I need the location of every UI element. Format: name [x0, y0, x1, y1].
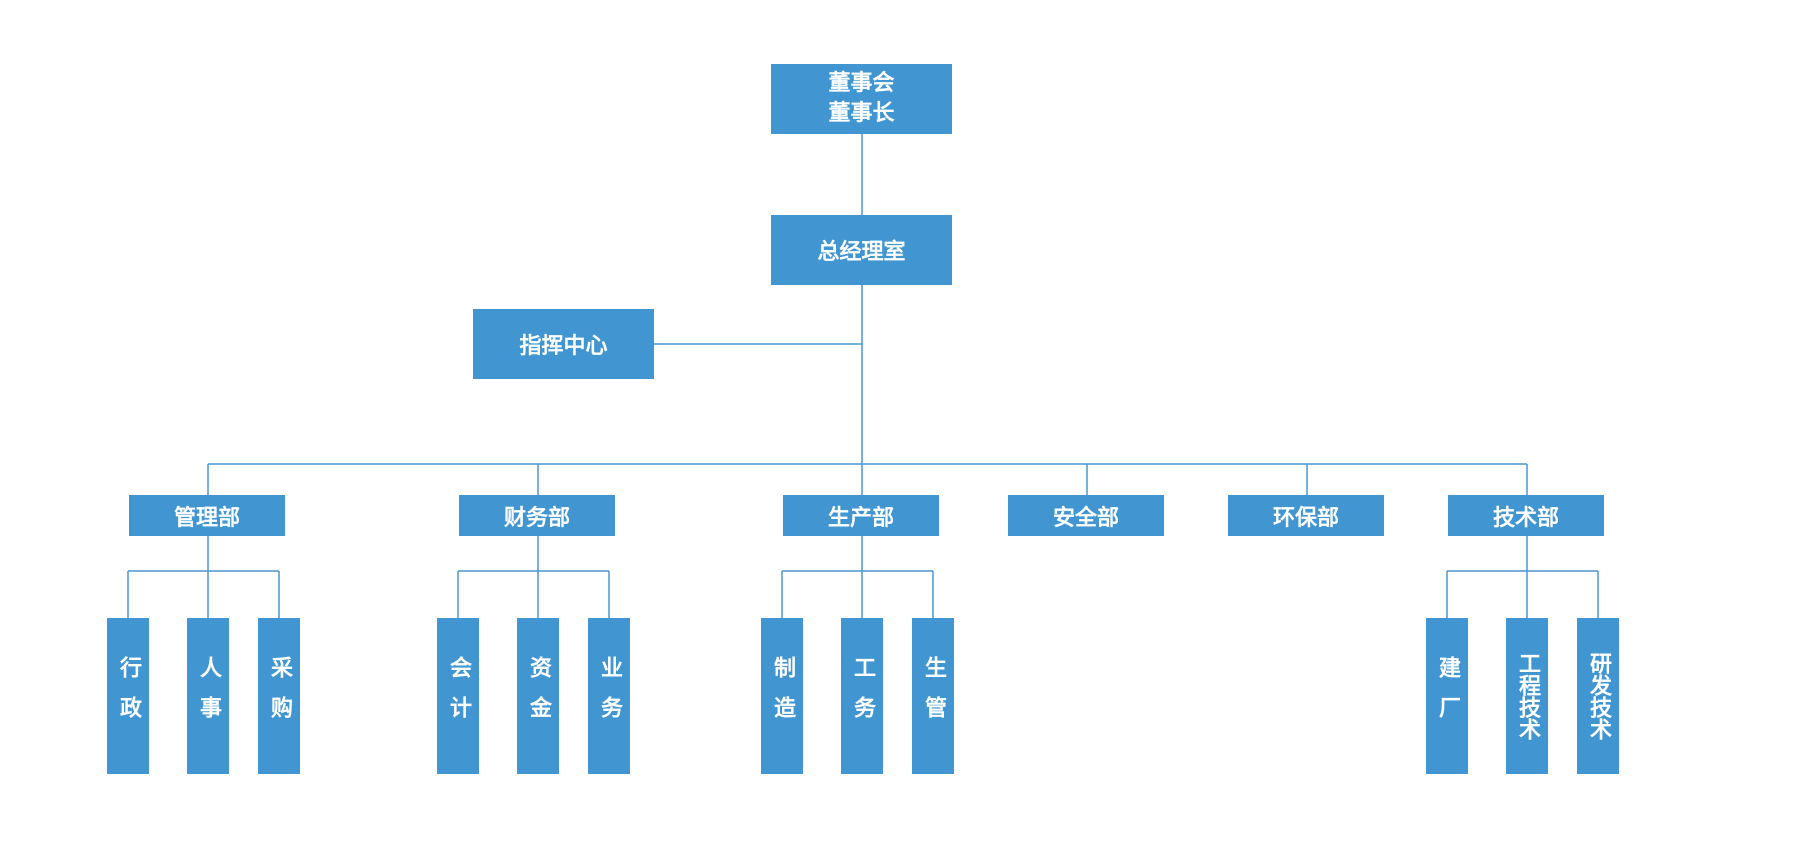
unit-label: 制造 — [770, 656, 795, 736]
gm-office-label: 总经理室 — [817, 240, 906, 265]
board-label: 董事会 — [828, 71, 895, 96]
unit-box: 业务 — [588, 618, 630, 774]
command-center-label: 指挥中心 — [519, 334, 608, 359]
unit-box: 制造 — [761, 618, 803, 774]
unit-label: 行政 — [116, 656, 141, 736]
unit-label: 业务 — [597, 656, 622, 736]
dept-label: 技术部 — [1492, 505, 1559, 531]
unit-label: 生管 — [921, 656, 946, 736]
unit-box: 人事 — [187, 618, 229, 774]
unit-box: 工务 — [841, 618, 883, 774]
unit-label: 采购 — [267, 656, 292, 736]
dept-production: 生产部 — [783, 495, 939, 536]
unit-label: 工务 — [850, 656, 875, 736]
unit-label: 资金 — [526, 656, 551, 736]
board-box: 董事会 董事长 — [771, 64, 952, 134]
unit-label: 研发技术 — [1586, 652, 1611, 740]
unit-box: 工程技术 — [1506, 618, 1548, 774]
unit-box: 资金 — [517, 618, 559, 774]
unit-label: 人事 — [196, 656, 221, 736]
unit-box: 生管 — [912, 618, 954, 774]
gm-office-box: 总经理室 — [771, 215, 952, 285]
unit-box: 采购 — [258, 618, 300, 774]
dept-label: 环保部 — [1272, 505, 1339, 531]
dept-management: 管理部 — [129, 495, 285, 536]
command-center-box: 指挥中心 — [473, 309, 654, 379]
unit-box: 研发技术 — [1577, 618, 1619, 774]
unit-label: 会计 — [446, 656, 471, 736]
dept-technology: 技术部 — [1448, 495, 1604, 536]
dept-label: 安全部 — [1052, 505, 1119, 531]
dept-environment: 环保部 — [1228, 495, 1384, 536]
dept-label: 管理部 — [173, 505, 240, 531]
unit-box: 会计 — [437, 618, 479, 774]
unit-label: 工程技术 — [1515, 652, 1540, 740]
chairman-label: 董事长 — [828, 101, 895, 126]
dept-finance: 财务部 — [459, 495, 615, 536]
dept-label: 生产部 — [827, 505, 894, 531]
unit-box: 行政 — [107, 618, 149, 774]
unit-box: 建厂 — [1426, 618, 1468, 774]
unit-label: 建厂 — [1435, 656, 1460, 736]
dept-label: 财务部 — [503, 505, 570, 531]
dept-safety: 安全部 — [1008, 495, 1164, 536]
